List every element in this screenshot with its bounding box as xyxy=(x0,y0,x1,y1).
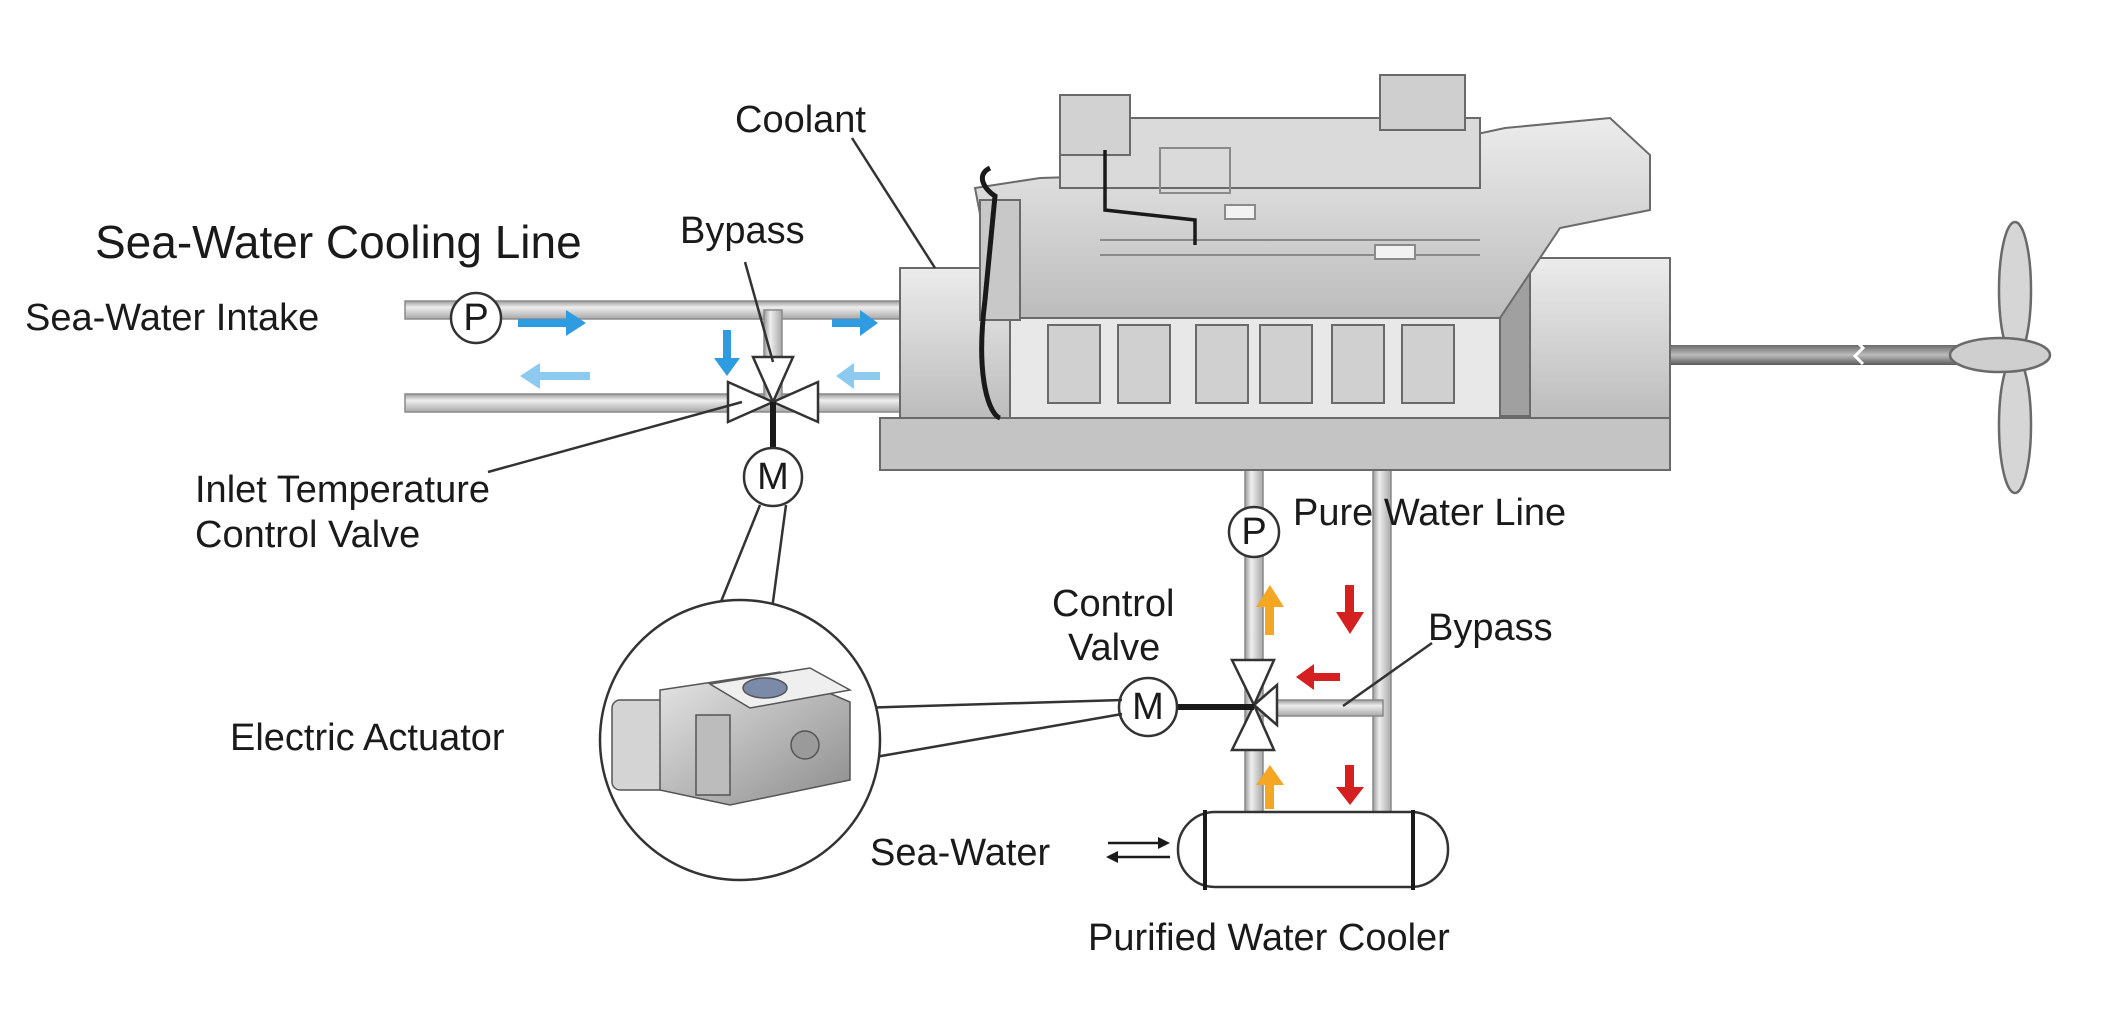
inlet-valve-motor: M xyxy=(742,446,804,508)
propeller-hub xyxy=(1948,336,2052,374)
purified-water-cooler xyxy=(1176,810,1450,890)
flow-arrow xyxy=(1256,585,1284,635)
flow-arrow xyxy=(520,363,590,389)
engine-base xyxy=(879,417,1671,471)
inlet-temperature-control-valve xyxy=(726,355,820,447)
sea-water-intake-label: Sea-Water Intake xyxy=(25,297,319,339)
electric-actuator-photo xyxy=(611,667,853,806)
flow-arrow xyxy=(518,310,586,336)
flow-arrows xyxy=(518,310,1364,809)
engine xyxy=(879,74,1671,471)
propeller-shaft xyxy=(1665,345,1985,365)
flow-arrow xyxy=(1336,585,1364,634)
flow-arrow xyxy=(836,363,880,389)
pump-symbol: P xyxy=(463,297,488,339)
sea-water-return-pipe xyxy=(404,393,906,413)
motor-symbol: M xyxy=(757,456,789,498)
electric-actuator-label: Electric Actuator xyxy=(230,717,505,759)
pure-water-pump: P xyxy=(1227,505,1281,559)
cylinder-covers xyxy=(1047,324,1455,404)
turbocharger xyxy=(1379,74,1466,131)
flow-arrow xyxy=(714,330,740,376)
pump-symbol: P xyxy=(1241,511,1266,553)
propeller-blade-bottom xyxy=(1997,355,2033,495)
flow-arrow xyxy=(1336,765,1364,805)
inlet-valve-label-line2: Control Valve xyxy=(195,514,420,556)
control-valve-motor: M xyxy=(1117,676,1179,738)
flow-arrow xyxy=(832,310,878,336)
motor-symbol: M xyxy=(1132,686,1164,728)
diagram-title: Sea-Water Cooling Line xyxy=(95,216,582,268)
flow-arrow xyxy=(1256,765,1284,809)
pure-water-line-label: Pure Water Line xyxy=(1293,492,1566,534)
pure-water-control-valve xyxy=(1178,658,1279,752)
purified-water-cooler-label: Purified Water Cooler xyxy=(1088,917,1450,959)
sea-water-exchange-arrows xyxy=(1106,837,1170,863)
bypass-top-label: Bypass xyxy=(680,210,805,252)
coolant-hose xyxy=(979,165,1002,421)
intake-manifold xyxy=(1059,94,1131,156)
leader-lines xyxy=(487,137,1433,708)
flow-arrow xyxy=(1296,664,1340,690)
bypass-bottom-label: Bypass xyxy=(1428,607,1553,649)
coolant-label: Coolant xyxy=(735,99,866,141)
engine-details xyxy=(1100,147,1480,260)
sea-water-label: Sea-Water xyxy=(870,832,1051,874)
wiring xyxy=(1103,150,1197,245)
inlet-valve-label-line1: Inlet Temperature xyxy=(195,469,490,511)
propeller-assembly xyxy=(1665,220,2052,495)
sea-water-pump: P xyxy=(449,291,503,345)
control-valve-label-line1: Control xyxy=(1052,583,1175,625)
control-valve-label-line2: Valve xyxy=(1068,627,1160,669)
